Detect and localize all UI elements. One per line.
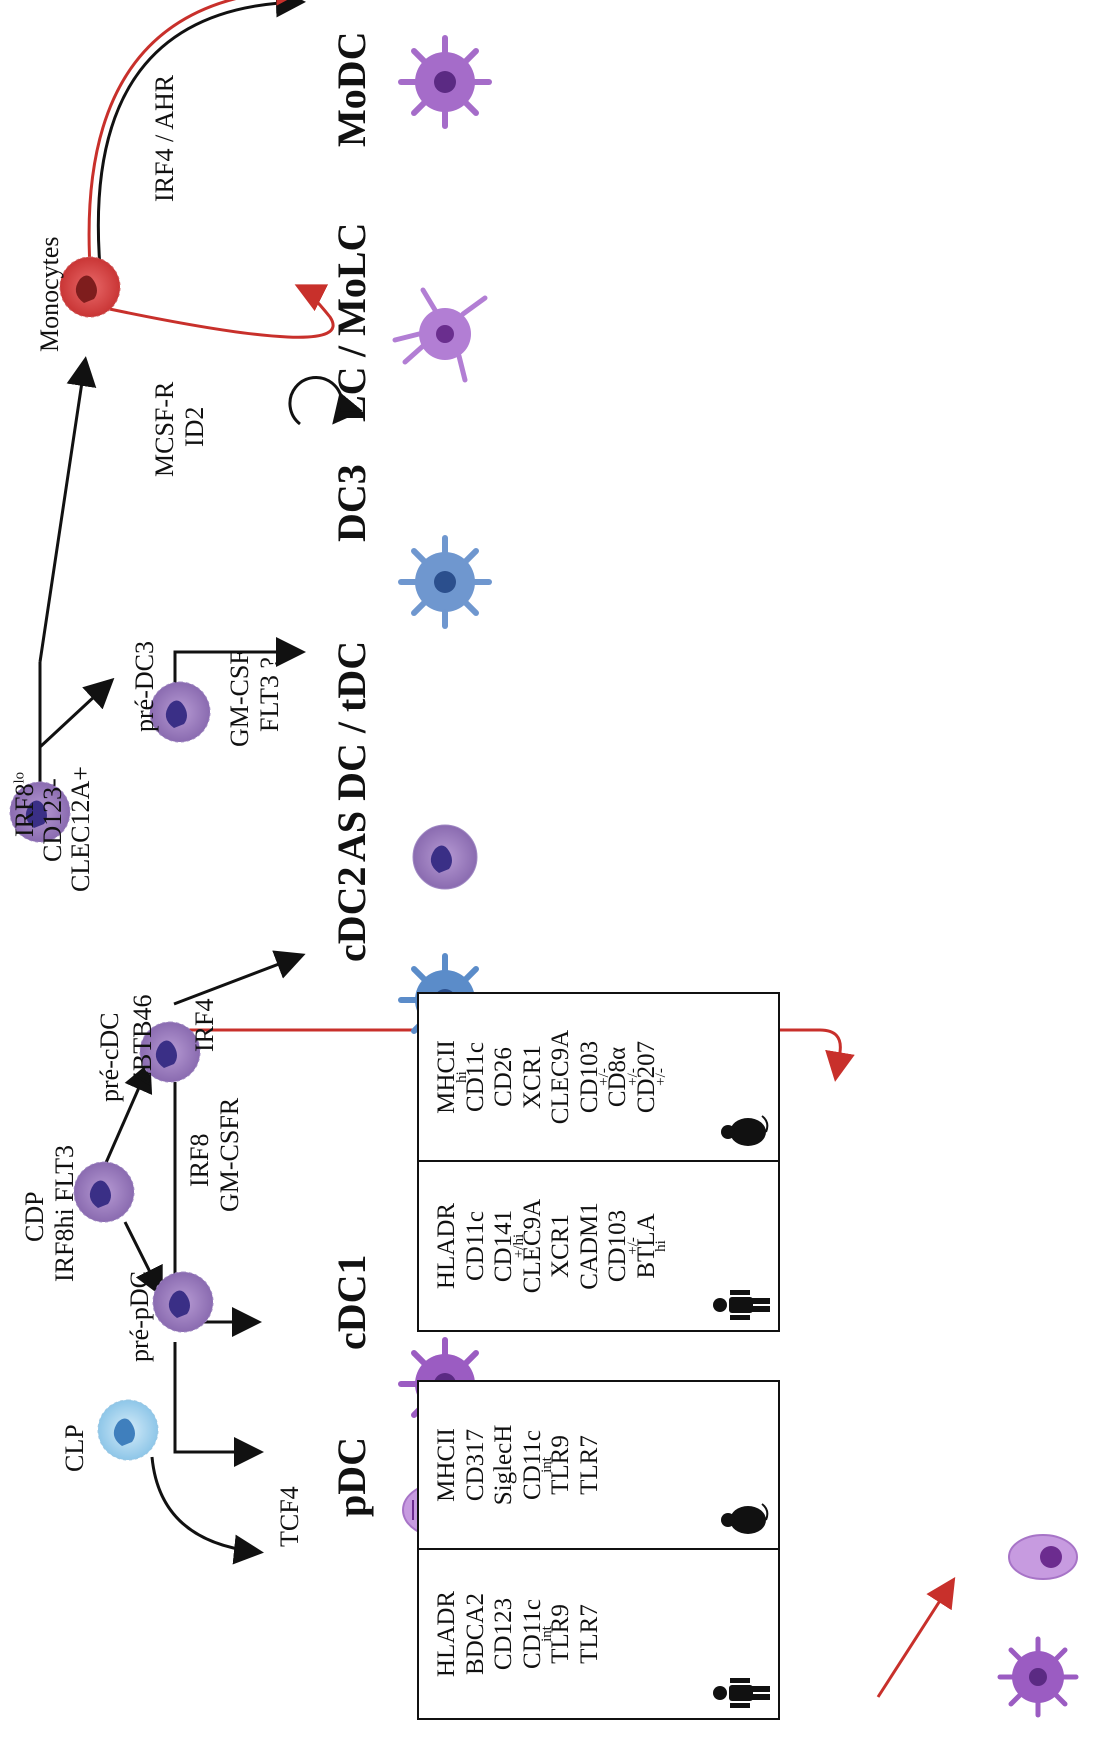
modc-cell (398, 35, 492, 129)
flt3-label: FLT3 ? (255, 657, 284, 732)
irf8lo-cell (9, 781, 71, 843)
id2-label: ID2 (180, 406, 209, 447)
irf4-label: IRF4 (190, 998, 219, 1052)
gmcsfr-label: GM-CSFR (215, 1097, 244, 1212)
arrow-clp-pdc (150, 1456, 264, 1565)
cdp-cell (73, 1161, 135, 1223)
monocytes-label: Monocytes (35, 236, 64, 352)
molc-title: / MoLC (329, 222, 374, 357)
cdc1-title: cDC1 (329, 1254, 374, 1350)
gmcsf-label: GM-CSF (225, 650, 254, 747)
lc-title: LC (329, 366, 374, 422)
human-icon (713, 1678, 770, 1708)
arrow-irf8lo-predc3 (38, 677, 115, 749)
lc-self-renew-icon (288, 375, 363, 426)
human-icon (713, 1290, 770, 1320)
asdc-cell (412, 824, 478, 890)
pre-cdc-cell (139, 1021, 201, 1083)
arrow-pdc-subsets (876, 1576, 956, 1698)
arrow-mono-modc-red (87, 0, 306, 268)
pre-dc3-cell (149, 681, 211, 743)
arrow-predc3-dc3 (173, 637, 306, 692)
p1-pdc-cell (1008, 1534, 1078, 1580)
arrow-precdc-cdc2 (173, 950, 306, 1006)
modc-title: MoDC (329, 31, 374, 147)
irf8-label: IRF8 (185, 1133, 214, 1187)
arrow-mono-modc-black (96, 0, 306, 268)
tcf4-label: TCF4 (275, 1486, 304, 1547)
dc3-cell (398, 535, 492, 629)
monocyte-cell (59, 256, 121, 318)
cdp-label: CDP (20, 1191, 49, 1242)
pre-pdc-cell (152, 1271, 214, 1333)
asdc-title: AS DC / tDC (329, 640, 374, 862)
arrow-mono-molc (99, 284, 335, 339)
pre-dc3-label: pré-DC3 (130, 641, 159, 732)
clp-cell (97, 1399, 159, 1461)
pre-cdc-label: pré-cDC (95, 1012, 124, 1102)
pdc-title: pDC (329, 1436, 374, 1517)
cdp-markers: IRF8hi FLT3 (50, 1144, 79, 1282)
cd123-label: CD123- (38, 778, 67, 862)
arrow-prepdc-pdc (173, 1342, 264, 1467)
p3-pdc-cell (997, 1636, 1079, 1718)
dc3-title: DC3 (329, 464, 374, 542)
irf4-ahr-label: IRF4 / AHR (150, 74, 179, 202)
lc-cell (392, 287, 488, 383)
mouse-icon (721, 1115, 769, 1146)
pre-pdc-label: pré-pDC (125, 1271, 154, 1362)
arrow-irf8lo-monocytes (38, 356, 97, 663)
irf8lo-label: IRF8lo (10, 771, 39, 837)
mouse-icon (721, 1503, 769, 1534)
mcsfr-label: MCSF-R (150, 381, 179, 477)
arrow-cdp-precdc (103, 1061, 153, 1166)
zbtb46-label: ZBTB46 (128, 994, 157, 1087)
arrow-precdc-infcdc2 (160, 1028, 855, 1082)
clec12a-label: CLEC12A+ (66, 766, 95, 892)
cdc2-title: cDC2 (329, 866, 374, 962)
arrow-cdp-prepdc (123, 1221, 163, 1298)
clp-label: CLP (60, 1424, 89, 1472)
